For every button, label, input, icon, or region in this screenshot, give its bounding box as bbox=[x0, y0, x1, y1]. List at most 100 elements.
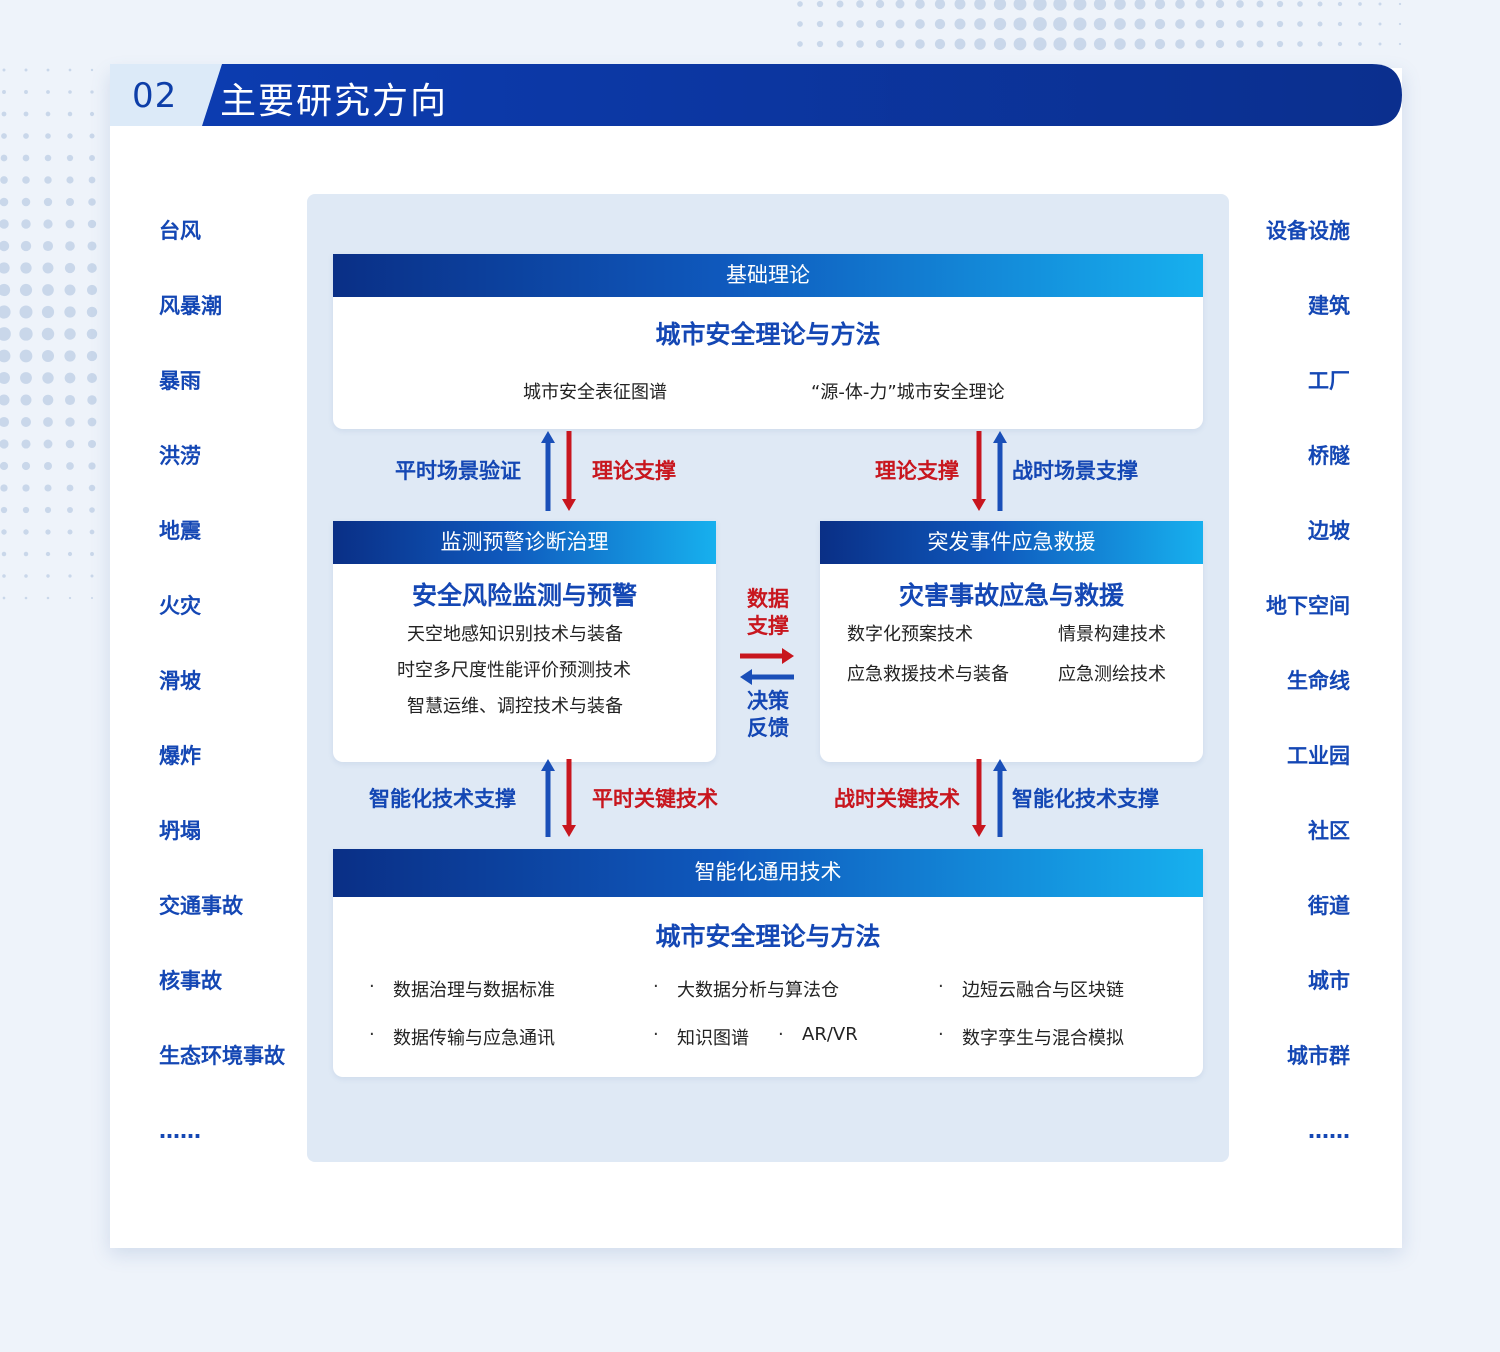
hazard-item: 地震 bbox=[159, 519, 201, 543]
link-label: 理论支撑 bbox=[592, 459, 676, 483]
bg-dot bbox=[45, 133, 51, 139]
bg-dot bbox=[954, 38, 966, 50]
bg-dot bbox=[86, 350, 98, 362]
bg-dot bbox=[43, 461, 53, 471]
box-item: 情景构建技术 bbox=[1058, 624, 1166, 645]
foundation-theory-box: 基础理论 城市安全理论与方法 城市安全表征图谱 “源-体-力”城市安全理论 bbox=[333, 254, 1203, 429]
bg-dot bbox=[46, 596, 50, 600]
bg-dot bbox=[797, 1, 803, 7]
bg-dot bbox=[1013, 0, 1027, 11]
bg-dot bbox=[816, 0, 824, 8]
bg-dot bbox=[1256, 0, 1264, 8]
bg-dot bbox=[1053, 17, 1067, 31]
bg-dot bbox=[66, 462, 74, 470]
emergency-rescue-box: 突发事件应急救援 灾害事故应急与救援 数字化预案技术 情景构建技术 应急救援技术… bbox=[820, 521, 1203, 762]
bg-dot bbox=[1297, 1, 1303, 7]
bg-dot bbox=[0, 327, 11, 341]
bg-dot bbox=[42, 284, 54, 296]
section-number: 02 bbox=[132, 76, 178, 116]
hazard-item: 爆炸 bbox=[159, 744, 201, 768]
object-item: 街道 bbox=[1308, 894, 1350, 918]
bg-dot bbox=[1378, 2, 1382, 6]
bg-dot bbox=[993, 37, 1007, 51]
box-item: AR/VR bbox=[802, 1024, 858, 1045]
hazard-item: 洪涝 bbox=[159, 444, 201, 468]
bg-dot bbox=[23, 133, 29, 139]
bg-dot bbox=[64, 306, 76, 318]
bg-dot bbox=[1093, 0, 1107, 11]
bg-dot bbox=[64, 328, 76, 340]
bg-dot bbox=[42, 372, 54, 384]
box-header: 突发事件应急救援 bbox=[820, 521, 1203, 564]
bg-dot bbox=[954, 18, 966, 30]
bg-dot bbox=[23, 551, 29, 557]
left-arrow-icon bbox=[740, 669, 794, 685]
bg-dot bbox=[974, 0, 986, 10]
bg-dot bbox=[875, 0, 885, 9]
bg-dot bbox=[45, 111, 51, 117]
link-label: 战时场景支撑 bbox=[1012, 459, 1138, 483]
bg-dot bbox=[1317, 1, 1323, 7]
link-label: 平时关键技术 bbox=[592, 787, 718, 811]
hazard-item: 火灾 bbox=[159, 594, 201, 618]
bullet-dot: · bbox=[653, 1024, 659, 1045]
object-item: 社区 bbox=[1308, 819, 1350, 843]
bg-dot bbox=[1236, 20, 1244, 28]
bg-dot bbox=[0, 461, 9, 471]
bg-dot bbox=[22, 154, 30, 162]
bg-dot bbox=[90, 552, 94, 556]
box-item: 应急救援技术与装备 bbox=[847, 664, 1009, 685]
hazard-item: 生态环境事故 bbox=[159, 1044, 285, 1068]
bg-dot bbox=[68, 596, 72, 600]
bg-dot bbox=[24, 574, 28, 578]
box-header: 智能化通用技术 bbox=[333, 849, 1203, 897]
link-label: 平时场景验证 bbox=[395, 459, 521, 483]
bg-dot bbox=[88, 198, 96, 206]
bg-dot bbox=[66, 154, 74, 162]
bg-dot bbox=[64, 350, 76, 362]
bg-dot bbox=[1134, 18, 1146, 30]
bg-dot bbox=[67, 507, 73, 513]
bg-dot bbox=[1154, 18, 1166, 30]
bg-dot bbox=[41, 349, 55, 363]
bg-dot bbox=[67, 111, 73, 117]
bg-dot bbox=[1053, 37, 1067, 51]
bg-dot bbox=[90, 574, 94, 578]
bg-dot bbox=[43, 197, 53, 207]
bg-dot bbox=[45, 529, 51, 535]
bg-dot bbox=[1033, 37, 1047, 51]
bg-dot bbox=[1073, 0, 1087, 11]
bg-dot bbox=[21, 219, 31, 229]
bg-dot bbox=[1317, 41, 1323, 47]
bg-dot bbox=[20, 240, 32, 252]
hazard-item: 暴雨 bbox=[159, 369, 201, 393]
bg-dot bbox=[1398, 42, 1402, 46]
object-item-more: …… bbox=[1308, 1119, 1350, 1143]
bg-dot bbox=[1114, 18, 1126, 30]
bg-dot bbox=[86, 306, 98, 318]
bg-dot bbox=[1, 133, 7, 139]
object-item: 桥隧 bbox=[1308, 444, 1350, 468]
bg-dot bbox=[895, 0, 905, 9]
bg-dot bbox=[1276, 0, 1284, 8]
bg-dot bbox=[974, 18, 986, 30]
data-support-label: 数据支撑 bbox=[747, 587, 789, 638]
bg-dot bbox=[66, 176, 74, 184]
bg-dot bbox=[20, 394, 32, 406]
hazard-item: 风暴潮 bbox=[159, 294, 222, 318]
bg-dot bbox=[0, 305, 11, 319]
bg-dot bbox=[1093, 37, 1107, 51]
bg-dot bbox=[86, 328, 98, 340]
bg-dot bbox=[1073, 37, 1087, 51]
bg-dot bbox=[954, 0, 966, 10]
bg-dot bbox=[24, 90, 28, 94]
hazard-list: 台风 风暴潮 暴雨 洪涝 地震 火灾 滑坡 爆炸 坍塌 交通事故 核事故 生态环… bbox=[159, 214, 285, 1189]
box-item: 智慧运维、调控技术与装备 bbox=[407, 696, 623, 717]
bg-dot bbox=[0, 219, 9, 229]
bg-dot bbox=[895, 39, 905, 49]
bg-dot bbox=[20, 416, 32, 428]
bg-dot bbox=[915, 39, 925, 49]
bg-dot bbox=[1073, 17, 1087, 31]
right-arrow-icon bbox=[740, 648, 794, 664]
down-arrow-icon bbox=[562, 431, 576, 511]
